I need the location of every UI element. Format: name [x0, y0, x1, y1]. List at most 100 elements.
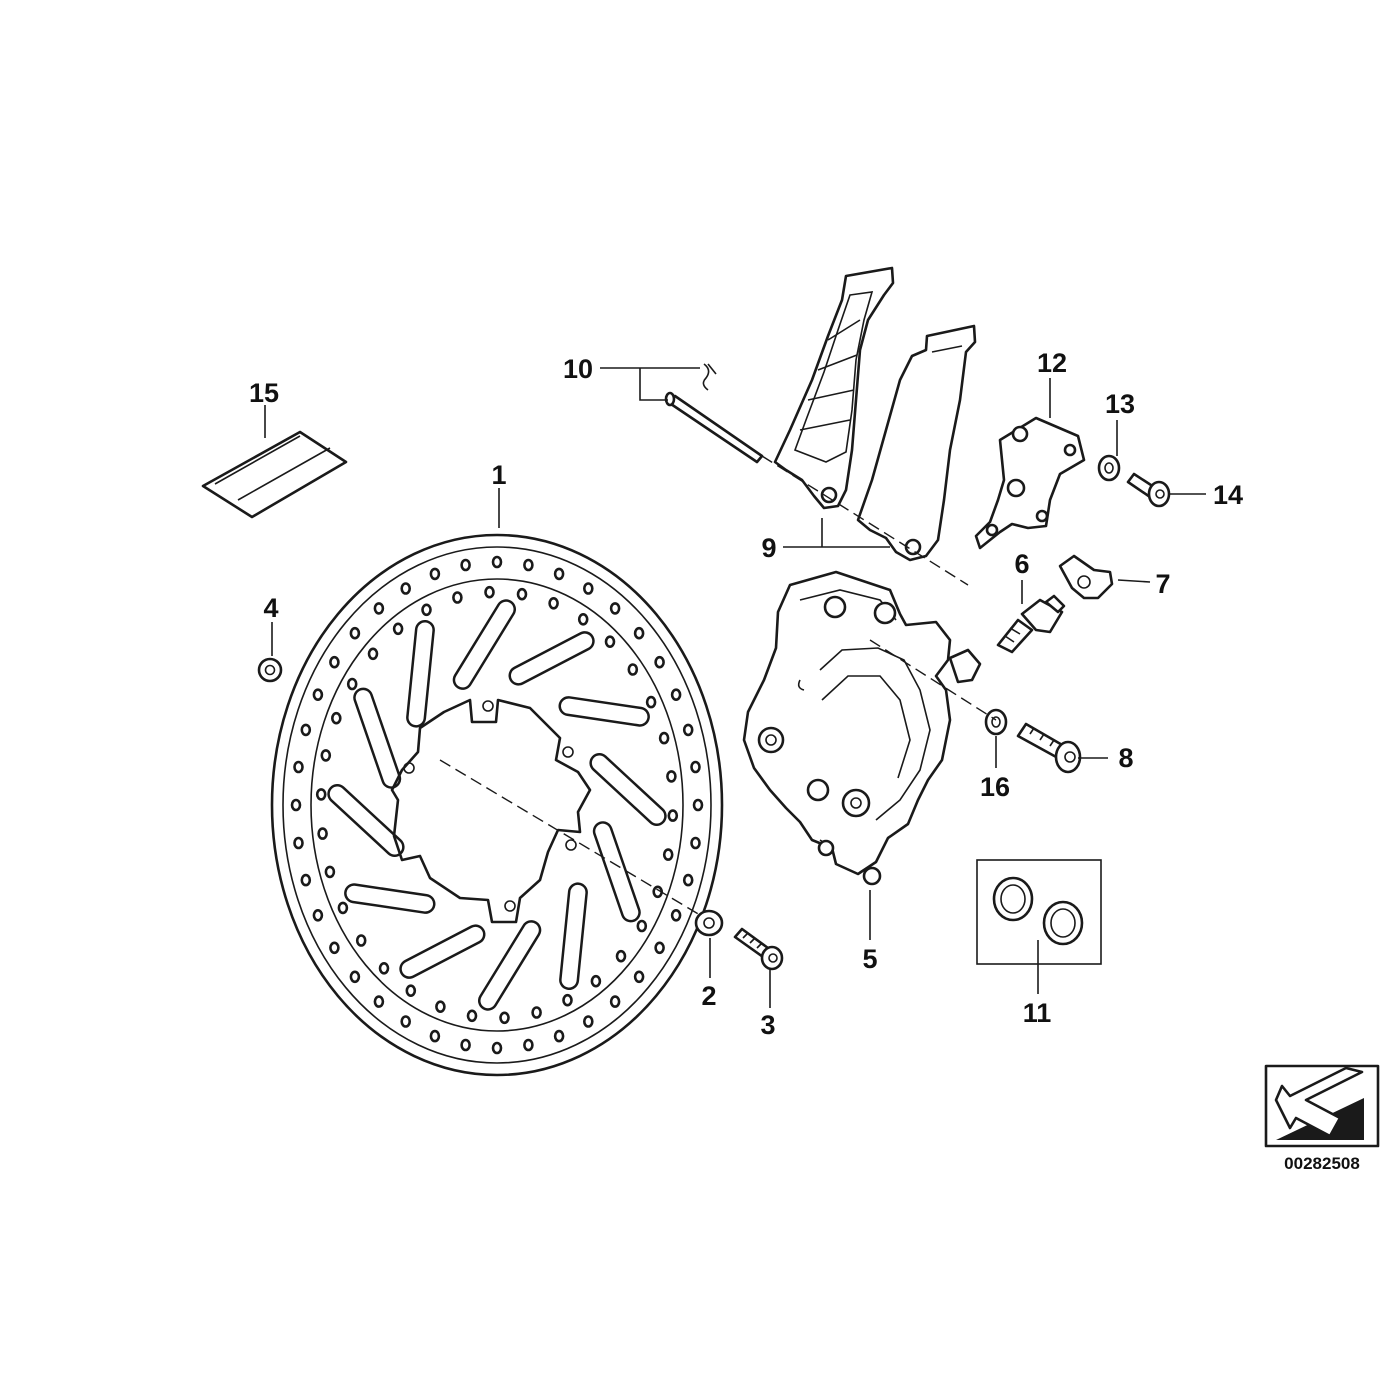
callout-1: 1: [491, 460, 506, 490]
disc-hole: [553, 567, 565, 581]
disc-hole: [320, 749, 332, 762]
disc-holes: [290, 555, 704, 1055]
disc-hole: [654, 655, 665, 669]
disc-slot: [511, 633, 593, 684]
callout-11: 11: [1023, 998, 1052, 1028]
disc-hole: [405, 984, 417, 998]
disc-hole: [523, 558, 534, 572]
bleeder-cap: [1058, 554, 1114, 600]
disc-hole: [633, 626, 645, 640]
washer-13: [1097, 454, 1121, 482]
disc-slot: [561, 884, 586, 988]
leader-lines: [264, 367, 1206, 1008]
callout-2: 2: [701, 981, 716, 1011]
direction-arrow-icon: [1264, 1064, 1380, 1148]
disc-hole: [582, 582, 594, 595]
disc-slot: [480, 922, 539, 1009]
disc-slot: [401, 926, 483, 977]
disc-hole: [491, 555, 503, 569]
washer-2: [694, 909, 724, 937]
disc-hole: [293, 836, 304, 850]
callout-10: 10: [563, 354, 593, 384]
disc-hole: [491, 1041, 503, 1055]
disc-slot: [591, 755, 665, 824]
disc-hole: [300, 873, 312, 887]
disc-hole: [429, 1029, 441, 1043]
disc-hole: [460, 1038, 471, 1052]
bracket-bolt: [1126, 472, 1171, 508]
disc-hole: [373, 602, 385, 615]
disc-hole: [460, 558, 471, 572]
disc-hole: [367, 647, 379, 661]
disc-hole: [690, 760, 701, 774]
disc-hole: [312, 908, 324, 922]
disc-hole: [324, 865, 336, 879]
callout-13: 13: [1105, 389, 1135, 419]
callout-15: 15: [249, 378, 279, 408]
brake-disc: [270, 533, 724, 1077]
disc-hole: [670, 688, 682, 702]
disc-hole: [329, 941, 340, 955]
disc-hole: [315, 788, 327, 801]
washer-4: [257, 657, 283, 683]
disc-hole: [435, 1000, 446, 1014]
disc-hole: [633, 970, 645, 984]
disc-hole: [378, 961, 390, 975]
caliper-bracket: [974, 416, 1086, 550]
disc-hole: [662, 848, 674, 861]
assembly-lines: [439, 455, 997, 916]
reference-number: 00282508: [1284, 1154, 1360, 1173]
callout-6: 6: [1014, 549, 1029, 579]
seal-kit: [976, 859, 1102, 965]
grease-packet: [201, 430, 348, 519]
callout-8: 8: [1118, 743, 1133, 773]
disc-hole: [553, 1029, 565, 1043]
disc-slot: [561, 698, 648, 725]
brake-pads: [773, 266, 977, 562]
disc-hole: [484, 585, 495, 599]
disc-slot: [595, 823, 639, 920]
callout-3: 3: [760, 1010, 775, 1040]
bleeder-valve: [996, 594, 1066, 654]
disc-slot: [408, 622, 433, 726]
callout-14: 14: [1213, 480, 1243, 510]
disc-hole: [682, 873, 694, 887]
callout-7: 7: [1155, 569, 1170, 599]
disc-hole: [609, 995, 621, 1008]
disc-hole: [654, 941, 665, 955]
disc-hole: [329, 655, 340, 669]
callout-9: 9: [761, 533, 776, 563]
disc-bolt: [733, 927, 784, 971]
disc-hole: [452, 591, 463, 604]
disc-hole: [300, 723, 312, 737]
disc-hole: [658, 731, 670, 745]
disc-hole: [373, 995, 385, 1008]
disc-slot: [346, 885, 433, 912]
disc-hole: [636, 919, 648, 933]
disc-hole: [627, 663, 639, 676]
callout-labels: 1 2 3 4 5 6 7 8 9 10 11 12 13 14 15 16: [249, 348, 1243, 1040]
disc-hole: [666, 770, 677, 783]
washer-16: [984, 708, 1008, 736]
disc-hole: [523, 1038, 534, 1052]
disc-slot: [455, 601, 514, 688]
disc-hole: [590, 974, 602, 988]
disc-hole: [312, 688, 324, 702]
disc-hole: [582, 1015, 594, 1028]
disc-hole: [317, 827, 328, 840]
caliper-bolt: [1016, 722, 1082, 774]
disc-slots: [327, 599, 667, 1011]
disc-hole: [421, 603, 432, 617]
disc-hole: [670, 908, 682, 922]
disc-hole: [690, 836, 701, 850]
disc-hole: [346, 677, 358, 691]
disc-hub: [390, 698, 592, 924]
disc-hole: [293, 760, 304, 774]
disc-hole: [531, 1006, 542, 1019]
disc-hole: [400, 1015, 412, 1028]
disc-hole: [604, 635, 616, 649]
callout-5: 5: [862, 944, 877, 974]
disc-hole: [290, 798, 302, 812]
disc-hole: [355, 934, 367, 947]
